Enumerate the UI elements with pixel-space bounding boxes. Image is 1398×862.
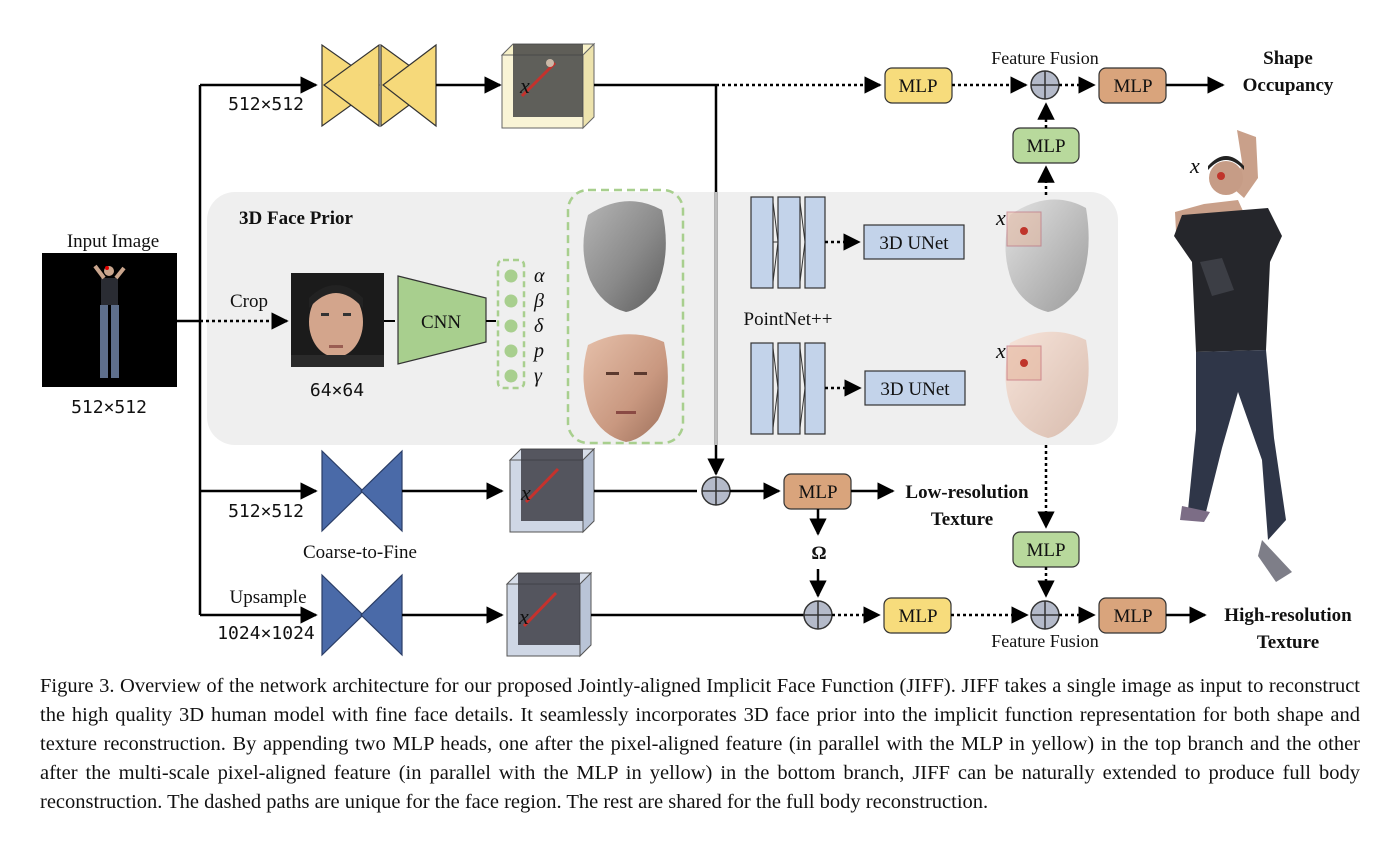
input-image-label: Input Image	[67, 231, 159, 252]
mlp-top-orange-label: MLP	[1113, 76, 1152, 97]
unet-top	[863, 224, 965, 260]
cnn-label: CNN	[421, 312, 461, 333]
param-dot	[504, 369, 518, 383]
fine-hourglass-encoder	[321, 573, 403, 657]
mlp-mid-orange-label: MLP	[798, 482, 837, 503]
unet-bottom	[864, 370, 966, 406]
top-size-label: 512×512	[228, 94, 304, 115]
lowres-label-2: Texture	[931, 509, 993, 530]
textured-face-mesh	[583, 334, 668, 442]
param-dot	[504, 294, 518, 308]
x-label-shape: x	[995, 205, 1006, 230]
mlp-bottom-yellow-label: MLP	[898, 606, 937, 627]
unet-top-label: 3D UNet	[879, 233, 949, 254]
mlp-green-top-label: MLP	[1026, 136, 1065, 157]
x-label-human: x	[1189, 153, 1200, 178]
param-delta: δ	[534, 315, 544, 337]
feature-fusion-top-node	[1030, 70, 1060, 100]
figure-caption: Figure 3. Overview of the network archit…	[40, 675, 1360, 813]
param-beta: β	[533, 290, 544, 312]
coarse-to-fine-label: Coarse-to-Fine	[303, 542, 417, 563]
x-label-bottom: x	[518, 604, 529, 629]
param-alpha: α	[534, 265, 545, 287]
cnn-block	[397, 275, 487, 365]
shape-label-1: Shape	[1263, 48, 1313, 69]
param-gamma: γ	[534, 365, 543, 387]
param-p: p	[532, 340, 544, 362]
mlp-top-yellow-label: MLP	[898, 76, 937, 97]
reconstructed-human	[1174, 130, 1292, 582]
input-size-label: 512×512	[71, 397, 147, 418]
size-1024-label: 1024×1024	[217, 623, 315, 644]
coarse-hourglass-encoder	[321, 449, 403, 533]
feature-volume-top	[500, 42, 596, 130]
upsample-label: Upsample	[229, 587, 306, 608]
gray-face-mesh	[583, 201, 666, 312]
pointnet-bottom	[750, 342, 826, 435]
face-prior-title: 3D Face Prior	[239, 208, 354, 229]
highres-label-1: High-resolution	[1224, 605, 1352, 626]
feature-volume-mid	[508, 447, 596, 534]
feature-volume-bottom	[505, 571, 593, 658]
param-vector	[496, 258, 526, 390]
shape-face-query	[1005, 199, 1089, 312]
feature-fusion-bottom-node	[1030, 600, 1060, 630]
mid-size-label: 512×512	[228, 501, 304, 522]
crop-size-label: 64×64	[310, 380, 364, 401]
architecture-diagram: 3D Face Prior Input Image 512×512 512×51…	[42, 42, 1352, 658]
param-dot	[504, 269, 518, 283]
sum-node-mid	[701, 476, 731, 506]
feature-fusion-top-label: Feature Fusion	[991, 48, 1099, 68]
param-dot	[504, 319, 518, 333]
shape-label-2: Occupancy	[1243, 75, 1334, 96]
lowres-label-1: Low-resolution	[905, 482, 1029, 503]
input-image	[42, 253, 177, 387]
omega-label: Ω	[811, 543, 826, 564]
stacked-hourglass-encoder	[321, 43, 438, 128]
x-label-top: x	[519, 73, 530, 98]
x-label-mid: x	[520, 480, 531, 505]
highres-label-2: Texture	[1257, 632, 1319, 653]
sum-node-bottom	[803, 600, 833, 630]
x-label-texture: x	[995, 338, 1006, 363]
texture-face-query	[1005, 331, 1089, 438]
pointnet-top	[750, 196, 826, 289]
mlp-bottom-orange-label: MLP	[1113, 606, 1152, 627]
unet-bottom-label: 3D UNet	[880, 379, 950, 400]
crop-label: Crop	[230, 291, 268, 312]
feature-fusion-bottom-label: Feature Fusion	[991, 631, 1099, 651]
pointnet-label: PointNet++	[744, 309, 833, 330]
face-mesh-group	[566, 188, 685, 445]
mlp-green-bottom-label: MLP	[1026, 540, 1065, 561]
cropped-face-image	[291, 273, 384, 367]
param-dot	[504, 344, 518, 358]
